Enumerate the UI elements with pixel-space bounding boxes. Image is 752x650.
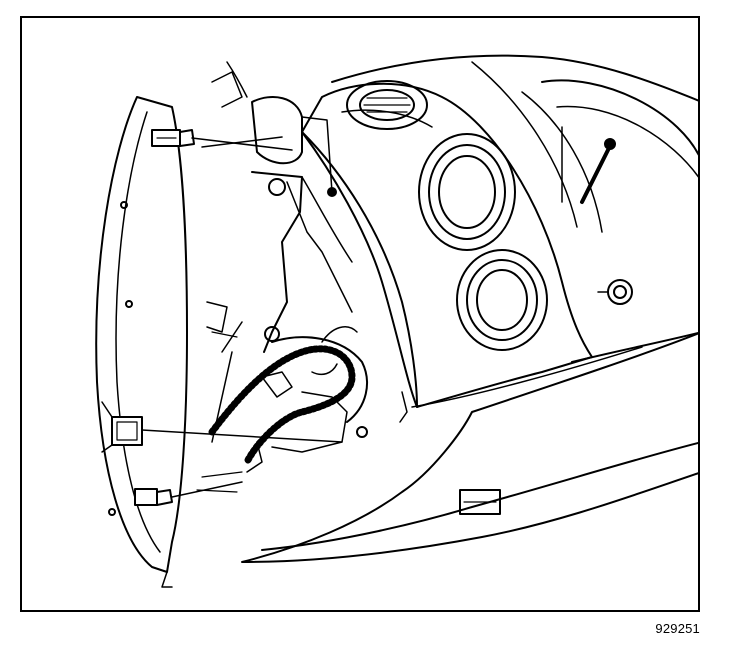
leader-top-2 (201, 136, 283, 148)
top-vent-inner (359, 89, 415, 121)
lower-vent-outer (456, 249, 548, 351)
leader-bottom (171, 481, 243, 498)
dash-lower-edge (261, 441, 698, 551)
illustration-frame (20, 16, 700, 612)
wiring-harness (208, 345, 356, 466)
top-vent-outer (346, 80, 428, 130)
middle-vent-inner (438, 155, 496, 229)
gauge-needle-hub (604, 138, 616, 150)
bottom-connector (134, 488, 158, 506)
trim-panel (95, 96, 188, 573)
gauge-needle (580, 140, 614, 204)
fastener (356, 426, 368, 438)
leader-middle (141, 429, 343, 443)
dash-inner-edge (301, 131, 418, 408)
lower-vent-ring (466, 259, 538, 341)
gauge-cluster-rim (541, 79, 698, 157)
lower-vent-inner (476, 269, 528, 331)
upper-mount-post (251, 96, 303, 165)
dash-clip-slot (459, 489, 501, 515)
figure-number: 929251 (655, 621, 700, 636)
middle-vent-outer (418, 133, 516, 251)
instrument-panel-diagram (95, 54, 698, 588)
lower-dash-body (241, 332, 698, 563)
dash-top-surface (331, 54, 698, 363)
leader-top (191, 137, 293, 151)
vent-housing (301, 82, 593, 408)
dash-knob (607, 279, 633, 305)
middle-vent-ring (428, 144, 506, 240)
